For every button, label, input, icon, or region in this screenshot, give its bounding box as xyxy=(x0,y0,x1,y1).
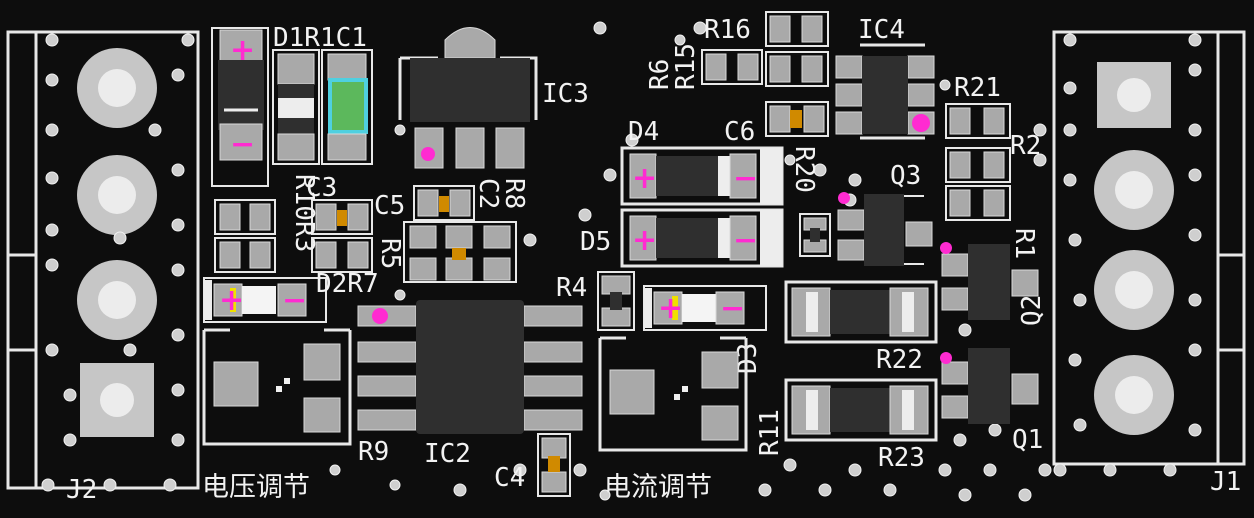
r21-r2-group xyxy=(945,103,1011,221)
q2-transistor xyxy=(940,242,1039,320)
r10r3-label: R10R3 xyxy=(289,174,319,252)
c5-label: C5 xyxy=(374,191,405,221)
ic3-regulator xyxy=(398,27,538,169)
current-adjust-label: 电流调节 xyxy=(604,472,712,503)
d4-minus-mark: − xyxy=(733,161,758,196)
j2-connector xyxy=(6,30,200,490)
r15-label: R15 xyxy=(671,43,701,90)
c3-label: C3 xyxy=(306,173,337,203)
r1-resistor xyxy=(272,49,320,165)
c6-label: C6 xyxy=(724,117,755,147)
vias xyxy=(41,21,1202,502)
r6-r15-r16-group xyxy=(701,11,829,137)
c5-c2-r8-r5-group xyxy=(403,185,517,283)
d3-minus-mark: − xyxy=(720,291,745,326)
q1-transistor xyxy=(940,348,1039,424)
r11-label: R11 xyxy=(755,409,785,456)
d4-diode xyxy=(620,146,784,206)
ic3-label: IC3 xyxy=(542,79,589,109)
c2-label: C2 xyxy=(473,178,503,209)
j1-connector xyxy=(1052,30,1246,466)
d5-diode xyxy=(620,208,784,268)
d2r7-label: D2R7 xyxy=(316,269,379,299)
r6-label: R6 xyxy=(645,59,675,90)
j1-label: J1 xyxy=(1210,467,1241,497)
c4-label: C4 xyxy=(494,463,525,493)
j2-label: J2 xyxy=(66,475,97,505)
current-trimmer xyxy=(598,336,748,452)
r10-r3-c3-group xyxy=(214,199,373,273)
r23-label: R23 xyxy=(878,443,925,473)
r16-label: R16 xyxy=(704,15,751,45)
r9-label: R9 xyxy=(358,437,389,467)
d4-label: D4 xyxy=(628,117,659,147)
r4-resistor xyxy=(597,271,635,331)
d1-diode xyxy=(211,27,269,187)
ic4-label: IC4 xyxy=(858,15,905,45)
voltage-trimmer xyxy=(202,328,352,446)
c1-capacitor xyxy=(321,49,373,165)
q3-label: Q3 xyxy=(890,161,921,191)
d3-diode xyxy=(643,285,767,331)
d1r1c1-label: D1R1C1 xyxy=(273,23,367,53)
r20-label: R20 xyxy=(789,146,819,193)
c4-capacitor xyxy=(537,433,571,497)
d2-minus-mark: − xyxy=(282,283,307,318)
d1-minus-mark: − xyxy=(230,127,255,162)
ic2-chip xyxy=(357,300,583,434)
d2-plus-mark: + xyxy=(219,283,244,318)
r2-label: R2 xyxy=(1010,131,1041,161)
d1-plus-mark: + xyxy=(230,33,255,68)
r8-label: R8 xyxy=(499,178,529,209)
ic4-chip xyxy=(835,43,935,140)
ic2-label: IC2 xyxy=(424,439,471,469)
d2-diode xyxy=(203,277,327,323)
d5-plus-mark: + xyxy=(632,223,657,258)
r4-label: R4 xyxy=(556,273,587,303)
q2-label: Q2 xyxy=(1017,295,1047,326)
r21-label: R21 xyxy=(954,73,1001,103)
r20-resistor xyxy=(799,213,831,257)
voltage-adjust-label: 电压调节 xyxy=(202,472,310,503)
r23-shunt xyxy=(784,378,938,442)
d5-minus-mark: − xyxy=(733,223,758,258)
r22-label: R22 xyxy=(876,345,923,375)
r5-label: R5 xyxy=(375,238,405,269)
d3-plus-mark: + xyxy=(658,291,683,326)
r1-label: R1 xyxy=(1009,228,1039,259)
d5-label: D5 xyxy=(580,227,611,257)
d4-plus-mark: + xyxy=(632,161,657,196)
r22-shunt xyxy=(784,280,938,344)
q1-label: Q1 xyxy=(1012,425,1043,455)
q3-transistor xyxy=(837,192,933,266)
